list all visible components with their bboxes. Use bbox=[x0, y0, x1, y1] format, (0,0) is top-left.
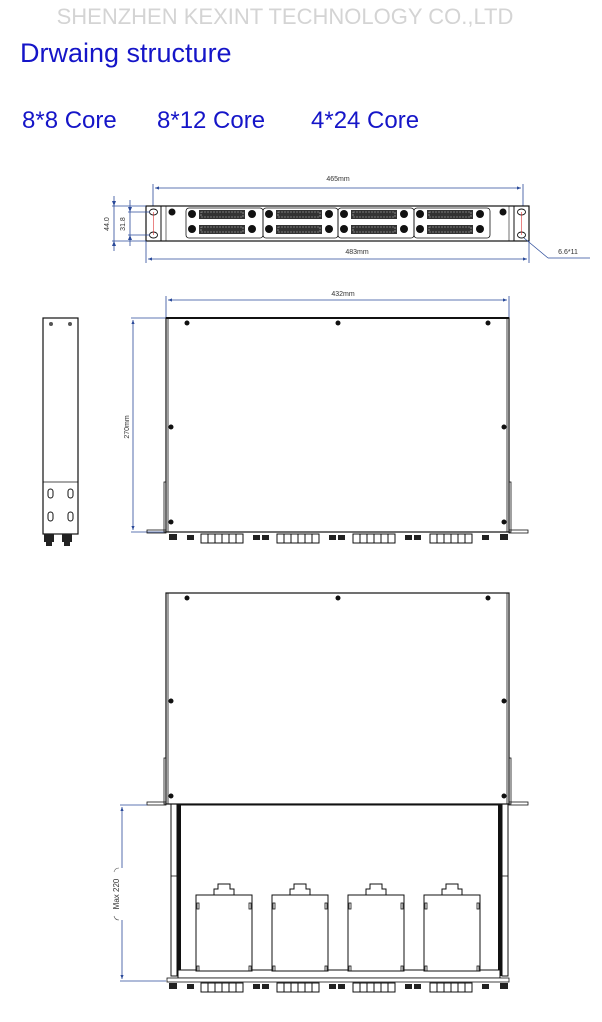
dim-31-8: 31.8 bbox=[120, 217, 127, 231]
company-name: SHENZHEN KEXINT TECHNOLOGY CO.,LTD bbox=[56, 4, 514, 29]
core-option-8x8: 8*8 Core bbox=[22, 107, 117, 134]
rear-connectors bbox=[169, 982, 508, 993]
extended-view: Max 220 bbox=[112, 592, 529, 993]
core-option-4x24: 4*24 Core bbox=[311, 107, 420, 134]
front-view: 465mm bbox=[104, 176, 590, 263]
dim-465: 465mm bbox=[326, 176, 350, 183]
dim-270: 270mm bbox=[124, 415, 131, 439]
side-view bbox=[42, 317, 79, 546]
splitter-cassettes bbox=[195, 883, 481, 972]
dim-483: 483mm bbox=[345, 249, 369, 256]
front-connectors bbox=[169, 533, 508, 544]
dim-slot: 6.6*11 bbox=[558, 249, 578, 256]
page-title: Drwaing structure bbox=[20, 38, 232, 68]
dim-432: 432mm bbox=[331, 291, 355, 298]
top-view: 432mm 270mm bbox=[124, 291, 529, 544]
dim-max-220: Max 220 bbox=[112, 878, 121, 909]
port-panel bbox=[185, 207, 491, 239]
dim-44: 44.0 bbox=[104, 217, 111, 231]
core-option-8x12: 8*12 Core bbox=[157, 107, 266, 134]
